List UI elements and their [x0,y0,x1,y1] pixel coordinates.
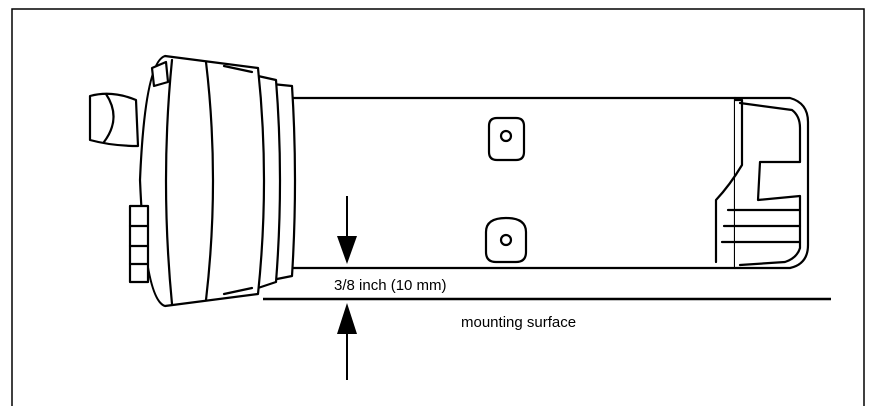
front-knob-contour [102,92,115,144]
front-lug [150,60,170,88]
device-illustration [88,54,810,308]
front-housing [138,54,266,308]
end-cap-notch [714,98,744,264]
front-housing-facets [222,64,254,296]
side-bracket-tabs [128,224,150,266]
mounting-hole-lower-screw [499,233,513,247]
clearance-dimension [337,196,357,380]
arrow-bottom-head [337,303,357,334]
end-cap-ridge [720,208,802,244]
side-bracket [128,204,150,284]
mounting-hole-upper-screw [499,129,513,143]
arrow-top-head [337,236,357,264]
end-cap-detail [738,101,802,267]
figure-frame [11,8,865,406]
clearance-label: 3/8 inch (10 mm) [334,277,447,294]
front-housing-edge [164,58,174,306]
front-housing-band [204,60,215,302]
mounting-surface-label: mounting surface [461,314,576,331]
